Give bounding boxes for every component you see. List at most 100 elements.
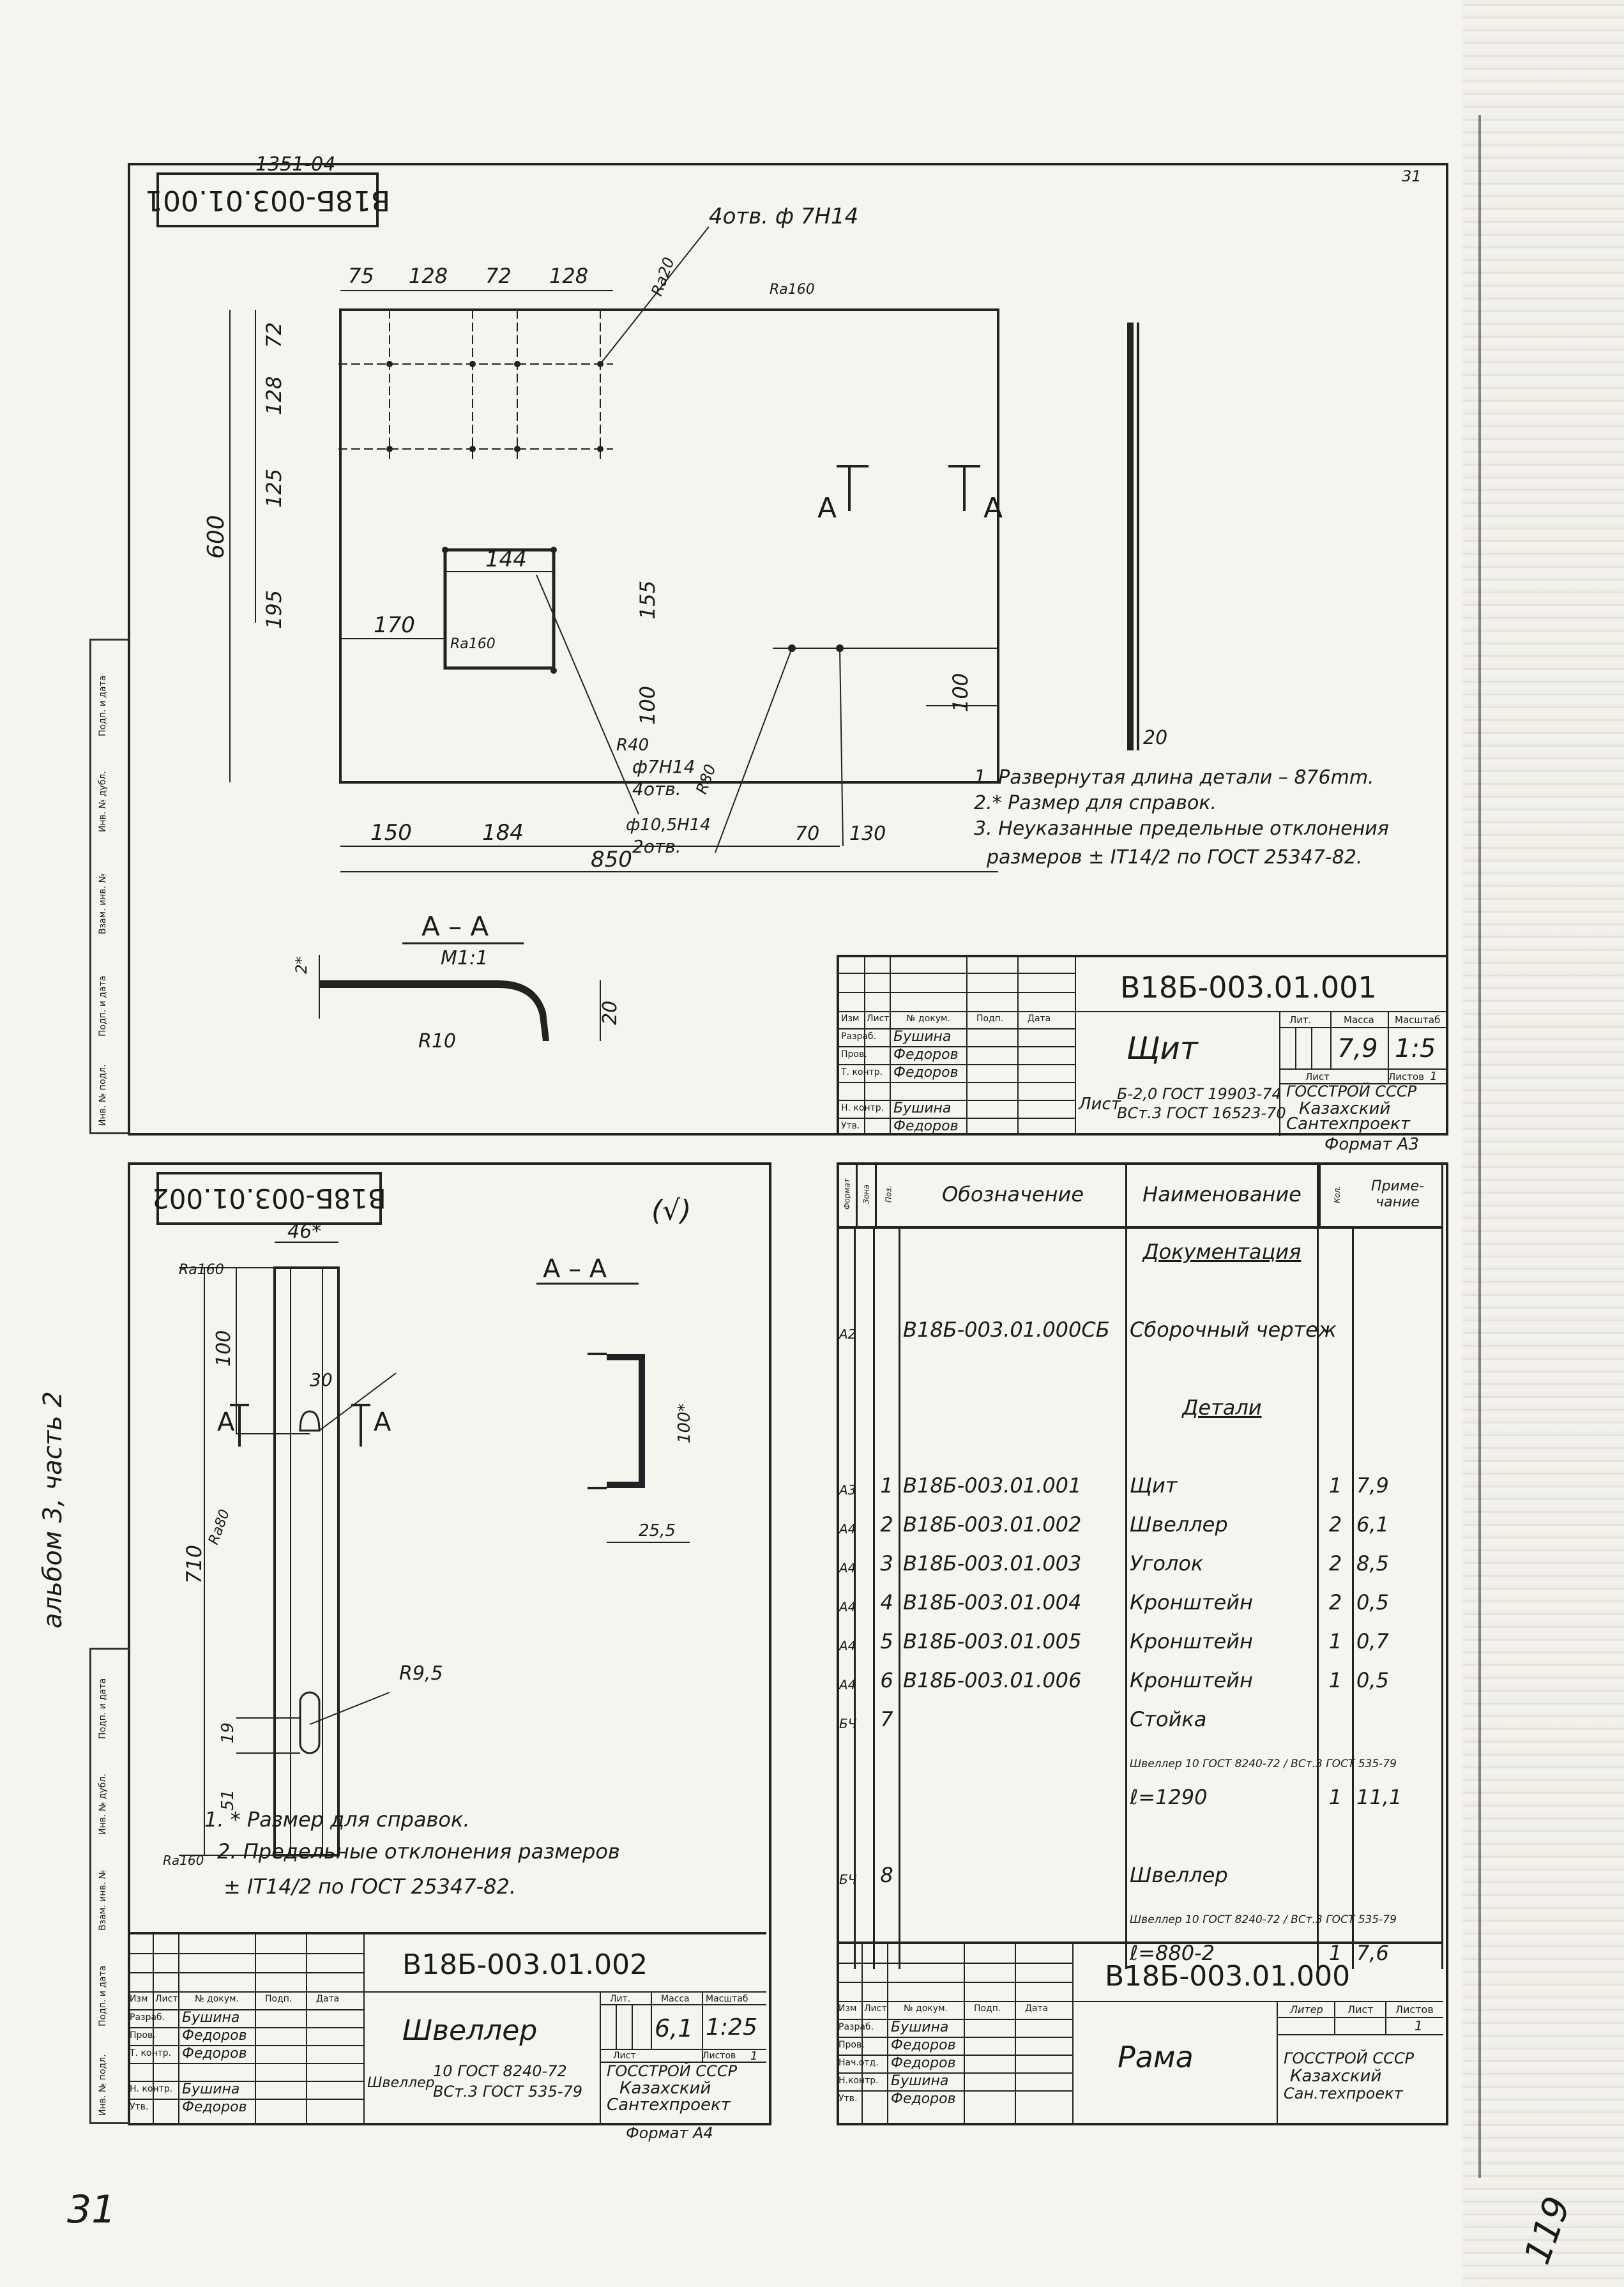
stamp-header: № докум.	[195, 1994, 239, 2004]
roughness-mark: Ra160	[163, 1853, 204, 1868]
spec-cell-zone	[856, 1735, 875, 1774]
side-label: Инв. № дубл.	[98, 771, 108, 832]
stamp-header: Дата	[1028, 1014, 1051, 1024]
stamp-role: Утв.	[839, 2093, 858, 2104]
spec-cell-note	[1354, 1307, 1443, 1346]
stamp-person: Бушина	[891, 2019, 949, 2035]
scan-edge	[1462, 0, 1624, 2287]
stamp-scale: 1:25	[706, 2014, 757, 2040]
spec-cell-note	[1354, 1852, 1443, 1891]
spec-row: Швеллер 10 ГОСТ 8240-72 / ВСт.3 ГОСТ 535…	[837, 1891, 1443, 1930]
stamp-person: Бушина	[893, 1100, 952, 1116]
spec-cell-zone	[856, 1579, 875, 1618]
stamp-header: Лист	[155, 1994, 178, 2004]
spec-cell-fmt: А4	[837, 1540, 856, 1579]
spec-cell-fmt	[837, 1774, 856, 1813]
stamp-code: В18Б-003.01.000	[1105, 1960, 1351, 1993]
side-label: Инв. № подл.	[98, 2054, 108, 2116]
hole-callout-3: ф10,5Н14	[626, 816, 711, 835]
spec-cell-note	[1354, 1424, 1443, 1463]
stamp-header: Подп.	[265, 1994, 292, 2004]
dim: 19	[218, 1722, 238, 1744]
section-mark-right: А	[983, 492, 1003, 524]
spec-cell-note	[1354, 1385, 1443, 1424]
stamp-org: ГОССТРОЙ СССР	[607, 2062, 738, 2080]
spec-cell-zone	[856, 1891, 875, 1930]
stamp-material-prefix: Швеллер	[367, 2075, 435, 2091]
stamp-org: Казахский	[619, 2079, 711, 2098]
spec-cell-note: 0,5	[1354, 1579, 1443, 1618]
spec-cell-qty	[1319, 1346, 1354, 1385]
spec-cell-pos: 2	[875, 1501, 900, 1540]
spec-cell-code	[900, 1891, 1127, 1930]
sheet1-note: размеров ± IT14/2 по ГОСТ 25347-82.	[987, 846, 1363, 869]
spec-row: Документация	[837, 1229, 1443, 1268]
stamp-header: Изм	[130, 1994, 148, 2004]
dim: 128	[409, 264, 448, 288]
spec-row	[837, 1268, 1443, 1307]
spec-cell-qty	[1319, 1424, 1354, 1463]
strip-width: 20	[1143, 727, 1167, 749]
section-mark-left: А	[217, 1408, 235, 1437]
spec-cell-pos	[875, 1268, 900, 1307]
spec-cell-qty	[1319, 1696, 1354, 1735]
stamp-header: Лист	[867, 1014, 890, 1024]
spec-cell-fmt	[837, 1385, 856, 1424]
spec-cell-code	[900, 1268, 1127, 1307]
dim: 72	[485, 264, 512, 288]
spec-cell-note	[1354, 1735, 1443, 1774]
side-label: Инв. № дубл.	[98, 1774, 108, 1835]
drawing-channel: А А 46* 100 30 710 R9,5 19 51 Ra160 Ra80…	[163, 1194, 694, 1868]
spec-cell-code	[900, 1229, 1127, 1268]
spec-cell-code	[900, 1385, 1127, 1424]
spec-cell-name: Кронштейн	[1127, 1579, 1319, 1618]
dim: 850	[591, 847, 632, 872]
hole-callout-2-count: 4отв.	[632, 779, 681, 800]
channel-outline	[273, 1266, 340, 1857]
stamp-person: Бушина	[891, 2073, 949, 2089]
sheet-spec	[837, 1162, 1448, 2125]
stamp-header: № докум.	[906, 1014, 951, 1024]
spec-cell-code	[900, 1424, 1127, 1463]
roughness-mark: Ra80	[206, 1507, 233, 1547]
spec-cell-pos	[875, 1774, 900, 1813]
spec-cell-qty	[1319, 1735, 1354, 1774]
dim: 600	[203, 515, 229, 559]
section-title: А – А	[421, 911, 489, 942]
spec-cell-code: В18Б-003.01.006	[900, 1657, 1127, 1696]
side-label: Подп. и дата	[98, 675, 108, 736]
spec-cell-note: 0,5	[1354, 1657, 1443, 1696]
spec-cell-zone	[856, 1463, 875, 1501]
dim: 155	[635, 581, 660, 619]
stamp-material-prefix: Лист	[1079, 1095, 1121, 1114]
stamp-person: Бушина	[182, 2081, 240, 2097]
spec-cell-fmt	[837, 1891, 856, 1930]
stamp-header: Изм	[841, 1014, 860, 1024]
sheet-corner-number: 31	[1402, 167, 1422, 185]
stamp-scale-label: Масштаб	[1395, 1014, 1441, 1026]
stamp-lit-label: Лит.	[1289, 1014, 1312, 1026]
stamp-role: Н. контр.	[841, 1103, 884, 1113]
spec-cell-note: 7,6	[1354, 1930, 1443, 1969]
drawing-shield: 75 128 72 128 72 128 125 195 600 170 144…	[203, 204, 1167, 1052]
spec-cell-zone	[856, 1852, 875, 1891]
spec-cell-note: 6,1	[1354, 1501, 1443, 1540]
spec-cell-name	[1127, 1268, 1319, 1307]
title-block-sheet2: В18Б-003.01.002 Швеллер Лит. Масса Масшт…	[128, 1932, 766, 2142]
spec-cell-pos	[875, 1735, 900, 1774]
spec-cell-qty: 2	[1319, 1501, 1354, 1540]
spec-cell-zone	[856, 1501, 875, 1540]
spec-cell-code	[900, 1813, 1127, 1852]
spec-cell-pos: 5	[875, 1618, 900, 1657]
roughness-mark: Ra160	[179, 1262, 224, 1278]
spec-cell-zone	[856, 1540, 875, 1579]
spec-cell-zone	[856, 1268, 875, 1307]
spec-cell-name: Швеллер	[1127, 1852, 1319, 1891]
spec-cell-name: ℓ=1290	[1127, 1774, 1319, 1813]
